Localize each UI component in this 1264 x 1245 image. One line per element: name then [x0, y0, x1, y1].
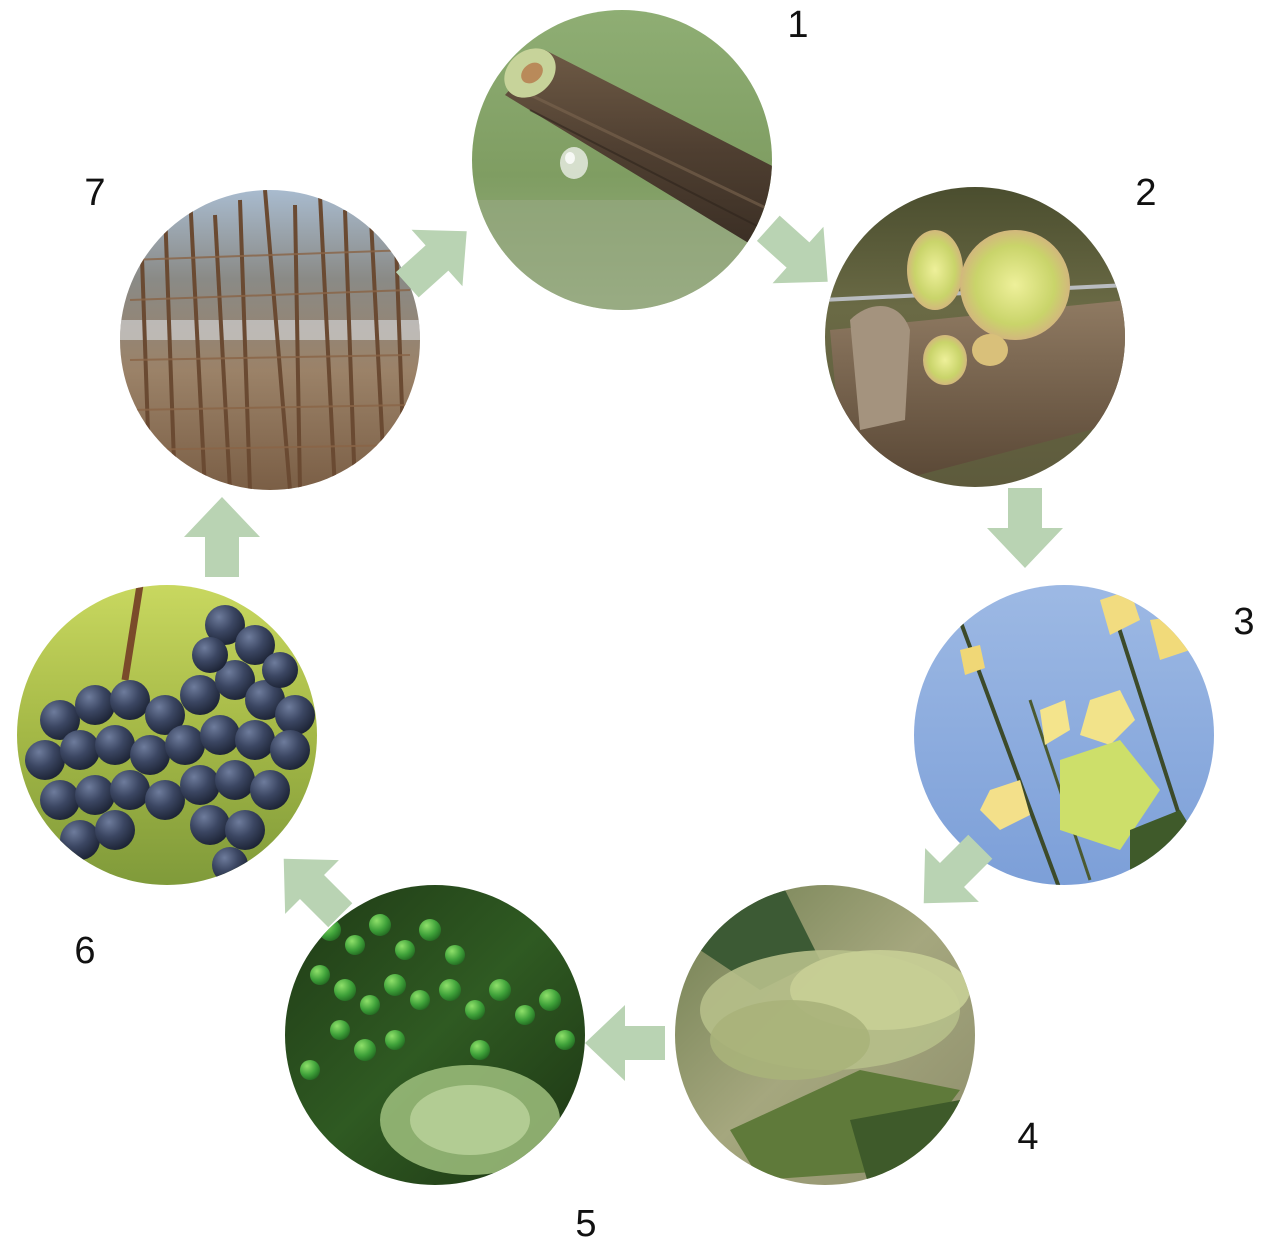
- stage-5-label: 5: [575, 1205, 596, 1243]
- stage-6-label: 6: [74, 932, 95, 970]
- stage-4-label: 4: [1017, 1118, 1038, 1156]
- stage-1-photo: [470, 8, 790, 313]
- stage-3-photo: [912, 583, 1216, 890]
- arrow-2-to-3: [987, 488, 1063, 568]
- stage-1-label: 1: [787, 6, 808, 44]
- arrow-6-to-7: [184, 497, 260, 577]
- stage-3-label: 3: [1233, 603, 1254, 641]
- stage-7-photo: [118, 188, 422, 492]
- stage-2-photo: [822, 185, 1128, 491]
- stage-4-photo: [673, 880, 980, 1190]
- arrow-4-to-5: [585, 1005, 665, 1081]
- stage-7-label: 7: [84, 174, 105, 212]
- stage-6-photo: [15, 583, 319, 887]
- stage-5-photo: [283, 883, 587, 1187]
- stage-2-label: 2: [1135, 174, 1156, 212]
